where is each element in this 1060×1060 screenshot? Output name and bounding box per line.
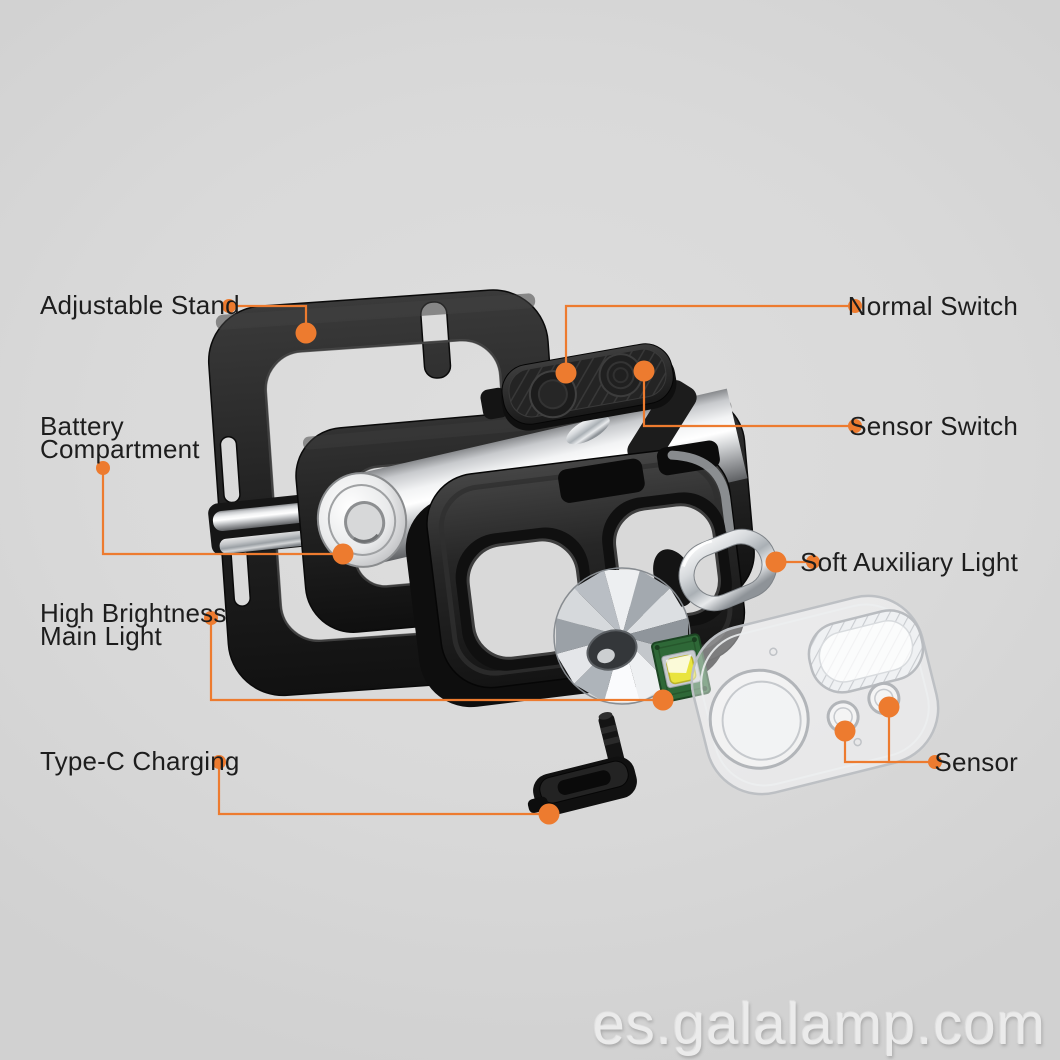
label-dot bbox=[806, 555, 820, 569]
callout-line-battery-compartment bbox=[101, 468, 343, 556]
target-dot bbox=[652, 689, 674, 711]
callout-line-type-c bbox=[217, 762, 549, 816]
type-c-plug-part bbox=[527, 712, 637, 816]
switch-mount-arm-part bbox=[627, 380, 697, 468]
transparent-front-cover-part bbox=[690, 594, 940, 796]
label-dot bbox=[222, 299, 236, 313]
target-dot bbox=[538, 803, 560, 825]
label-normal-switch: Normal Switch bbox=[847, 291, 1018, 321]
label-dot bbox=[212, 755, 226, 769]
switch-hinge-chrome-part bbox=[566, 415, 610, 445]
label-soft-auxiliary-light: Soft Auxiliary Light bbox=[800, 547, 1018, 577]
watermark: es.galalamp.com bbox=[592, 992, 1046, 1057]
target-dot bbox=[765, 551, 787, 573]
target-dot bbox=[878, 696, 900, 718]
switch-panel-part bbox=[480, 343, 677, 431]
label-dot bbox=[848, 299, 862, 313]
target-dot bbox=[295, 322, 317, 344]
callout-line-normal-switch bbox=[564, 304, 855, 373]
led-module-part bbox=[651, 633, 711, 703]
label-dot bbox=[204, 611, 218, 625]
label-adjustable-stand: Adjustable Stand bbox=[40, 290, 240, 320]
label-dot bbox=[848, 419, 862, 433]
label-sensor-switch: Sensor Switch bbox=[849, 411, 1018, 441]
soft-auxiliary-light-reflector-part bbox=[678, 528, 778, 612]
label-high-brightness-main-light: High Brightness Main Light bbox=[40, 598, 227, 651]
label-sensor: Sensor bbox=[934, 747, 1018, 777]
label-type-c-charging: Type-C Charging bbox=[40, 746, 240, 776]
target-dot bbox=[555, 362, 577, 384]
label-dot bbox=[96, 461, 110, 475]
callout-dots bbox=[96, 299, 942, 825]
target-dot bbox=[332, 543, 354, 565]
target-dot bbox=[834, 720, 856, 742]
target-dot bbox=[633, 360, 655, 382]
callout-line-main-light bbox=[209, 618, 663, 702]
label-dot bbox=[928, 755, 942, 769]
label-battery-compartment: Battery Compartment bbox=[40, 411, 200, 464]
callout-line-sensor-switch bbox=[642, 371, 855, 428]
